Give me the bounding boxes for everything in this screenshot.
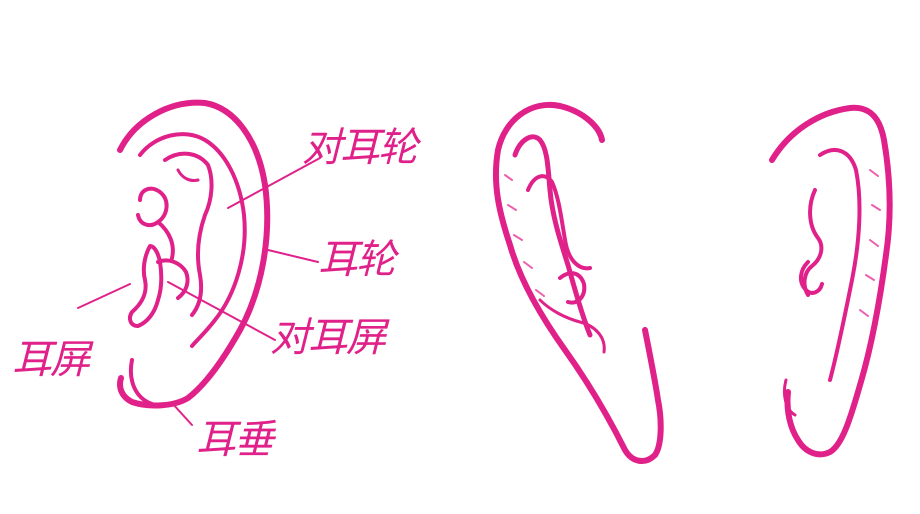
middle-concha — [538, 298, 606, 354]
right-lobe-notch — [782, 378, 797, 417]
right-antihelix — [802, 188, 824, 297]
helix-outline — [117, 99, 271, 409]
tragus-shape — [128, 244, 164, 328]
label-helix: 耳轮 — [318, 237, 396, 283]
lobe-shape — [129, 358, 154, 406]
right-ear-sketch — [769, 104, 893, 458]
middle-helix-outline — [492, 101, 664, 464]
concha-shape — [136, 186, 175, 260]
antihelix-shape — [163, 151, 214, 317]
label-antitragus: 对耳屏 — [270, 315, 386, 361]
label-antihelix: 对耳轮 — [302, 125, 418, 171]
right-inner-fold — [818, 148, 862, 382]
label-tragus: 耳屏 — [12, 337, 90, 383]
leader-tragus — [77, 283, 131, 309]
labeled-ear-sketch — [77, 99, 321, 426]
label-lobe: 耳垂 — [196, 417, 274, 463]
leader-helix — [267, 249, 319, 263]
right-tragus — [799, 260, 824, 295]
middle-tragus-notch — [558, 271, 587, 305]
right-hatching — [859, 169, 881, 317]
right-helix-outline — [769, 104, 893, 458]
middle-inner-fold — [512, 134, 593, 338]
antitragus-shape — [156, 258, 190, 300]
middle-antihelix — [526, 174, 592, 271]
middle-hatching — [504, 174, 545, 297]
helix-inner-fold — [138, 132, 247, 348]
leader-lobe — [171, 402, 193, 426]
antihelix-crus — [176, 168, 200, 182]
leader-antitragus — [167, 281, 276, 341]
leader-antihelix — [227, 157, 321, 209]
middle-ear-sketch — [492, 101, 664, 464]
